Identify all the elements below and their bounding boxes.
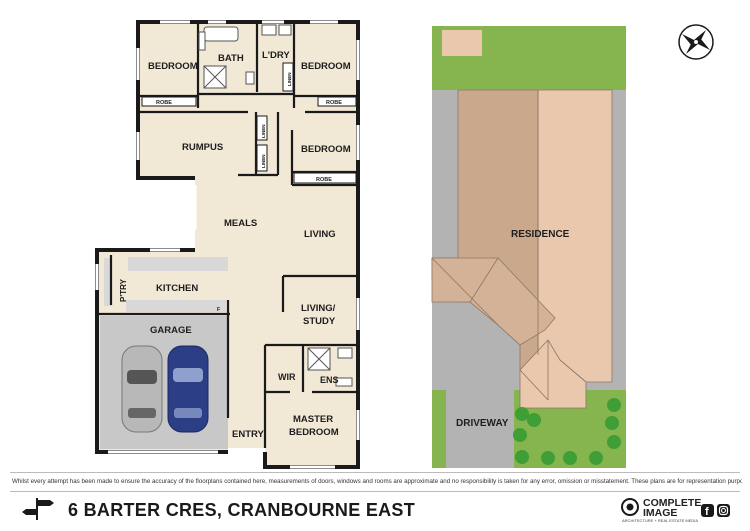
interior-walls — [97, 22, 358, 448]
roof-lower-left — [431, 257, 556, 346]
label-linen: LINEN — [261, 125, 266, 139]
complete-image-logo — [621, 498, 639, 516]
pantry-shelf — [104, 258, 112, 306]
label-linen: LINEN — [261, 155, 266, 169]
label-rumpus: RUMPUS — [182, 142, 223, 153]
roof-ridges — [431, 90, 587, 401]
label-wir: WIR — [278, 372, 296, 382]
windows — [95, 20, 360, 469]
instagram-icon[interactable] — [717, 504, 730, 517]
robes — [141, 96, 357, 184]
blue-car — [167, 345, 209, 433]
divider — [10, 491, 740, 492]
compass-icon — [678, 24, 714, 60]
label-pantry: P'TRY — [119, 278, 128, 302]
label-linen: LINEN — [287, 73, 292, 87]
bath-fixtures — [198, 24, 353, 387]
site-labels: RESIDENCE DRIVEWAY — [456, 229, 570, 429]
kitchen-island — [126, 300, 226, 312]
label-master-bedroom: MASTER — [293, 414, 333, 425]
label-ensuite: ENS — [320, 375, 339, 385]
label-living-study: LIVING/ — [301, 303, 336, 314]
label-robe: ROBE — [326, 100, 342, 106]
divider — [10, 472, 740, 473]
label-garage: GARAGE — [150, 325, 192, 336]
silver-car — [121, 345, 163, 433]
garage-cars — [121, 345, 209, 433]
brand-line2: IMAGE — [643, 507, 678, 519]
room-labels: BEDROOM BATH L'DRY BEDROOM ROBE ROBE RUM… — [119, 50, 351, 440]
label-living-study: STUDY — [303, 316, 336, 327]
paved-area — [442, 30, 482, 56]
linens — [256, 62, 294, 172]
floor-plan: BEDROOM BATH L'DRY BEDROOM ROBE ROBE RUM… — [95, 20, 360, 469]
label-master-bedroom: BEDROOM — [289, 427, 339, 438]
property-address: 6 BARTER CRES, CRANBOURNE EAST — [68, 500, 416, 520]
label-driveway: DRIVEWAY — [456, 418, 509, 429]
facebook-icon[interactable]: f — [701, 504, 714, 518]
disclaimer-text: Whilst every attempt has been made to en… — [12, 478, 742, 485]
label-kitchen: KITCHEN — [156, 283, 198, 294]
brand-tagline: ARCHITECTURE + REAL ESTATE MEDIA — [622, 518, 699, 523]
label-robe: ROBE — [316, 177, 332, 183]
label-entry: ENTRY — [232, 429, 265, 440]
label-fridge: F — [217, 307, 220, 313]
shrubs — [513, 398, 621, 465]
label-meals: MEALS — [224, 218, 257, 229]
kitchen-bench — [128, 257, 228, 271]
label-bath: BATH — [218, 53, 244, 64]
label-bedroom: BEDROOM — [301, 144, 351, 155]
driveway — [446, 385, 514, 468]
site-plan: RESIDENCE DRIVEWAY — [431, 26, 626, 468]
label-bedroom: BEDROOM — [148, 61, 198, 72]
label-robe: ROBE — [156, 100, 172, 106]
label-residence: RESIDENCE — [511, 229, 570, 240]
brand-line1: COMPLETE — [643, 497, 702, 509]
label-bedroom: BEDROOM — [301, 61, 351, 72]
label-living: LIVING — [304, 229, 336, 240]
label-laundry: L'DRY — [262, 50, 290, 61]
svg-text:f: f — [705, 506, 709, 517]
brand-name: COMPLETE IMAGE — [643, 497, 702, 519]
signpost-icon — [22, 498, 54, 520]
